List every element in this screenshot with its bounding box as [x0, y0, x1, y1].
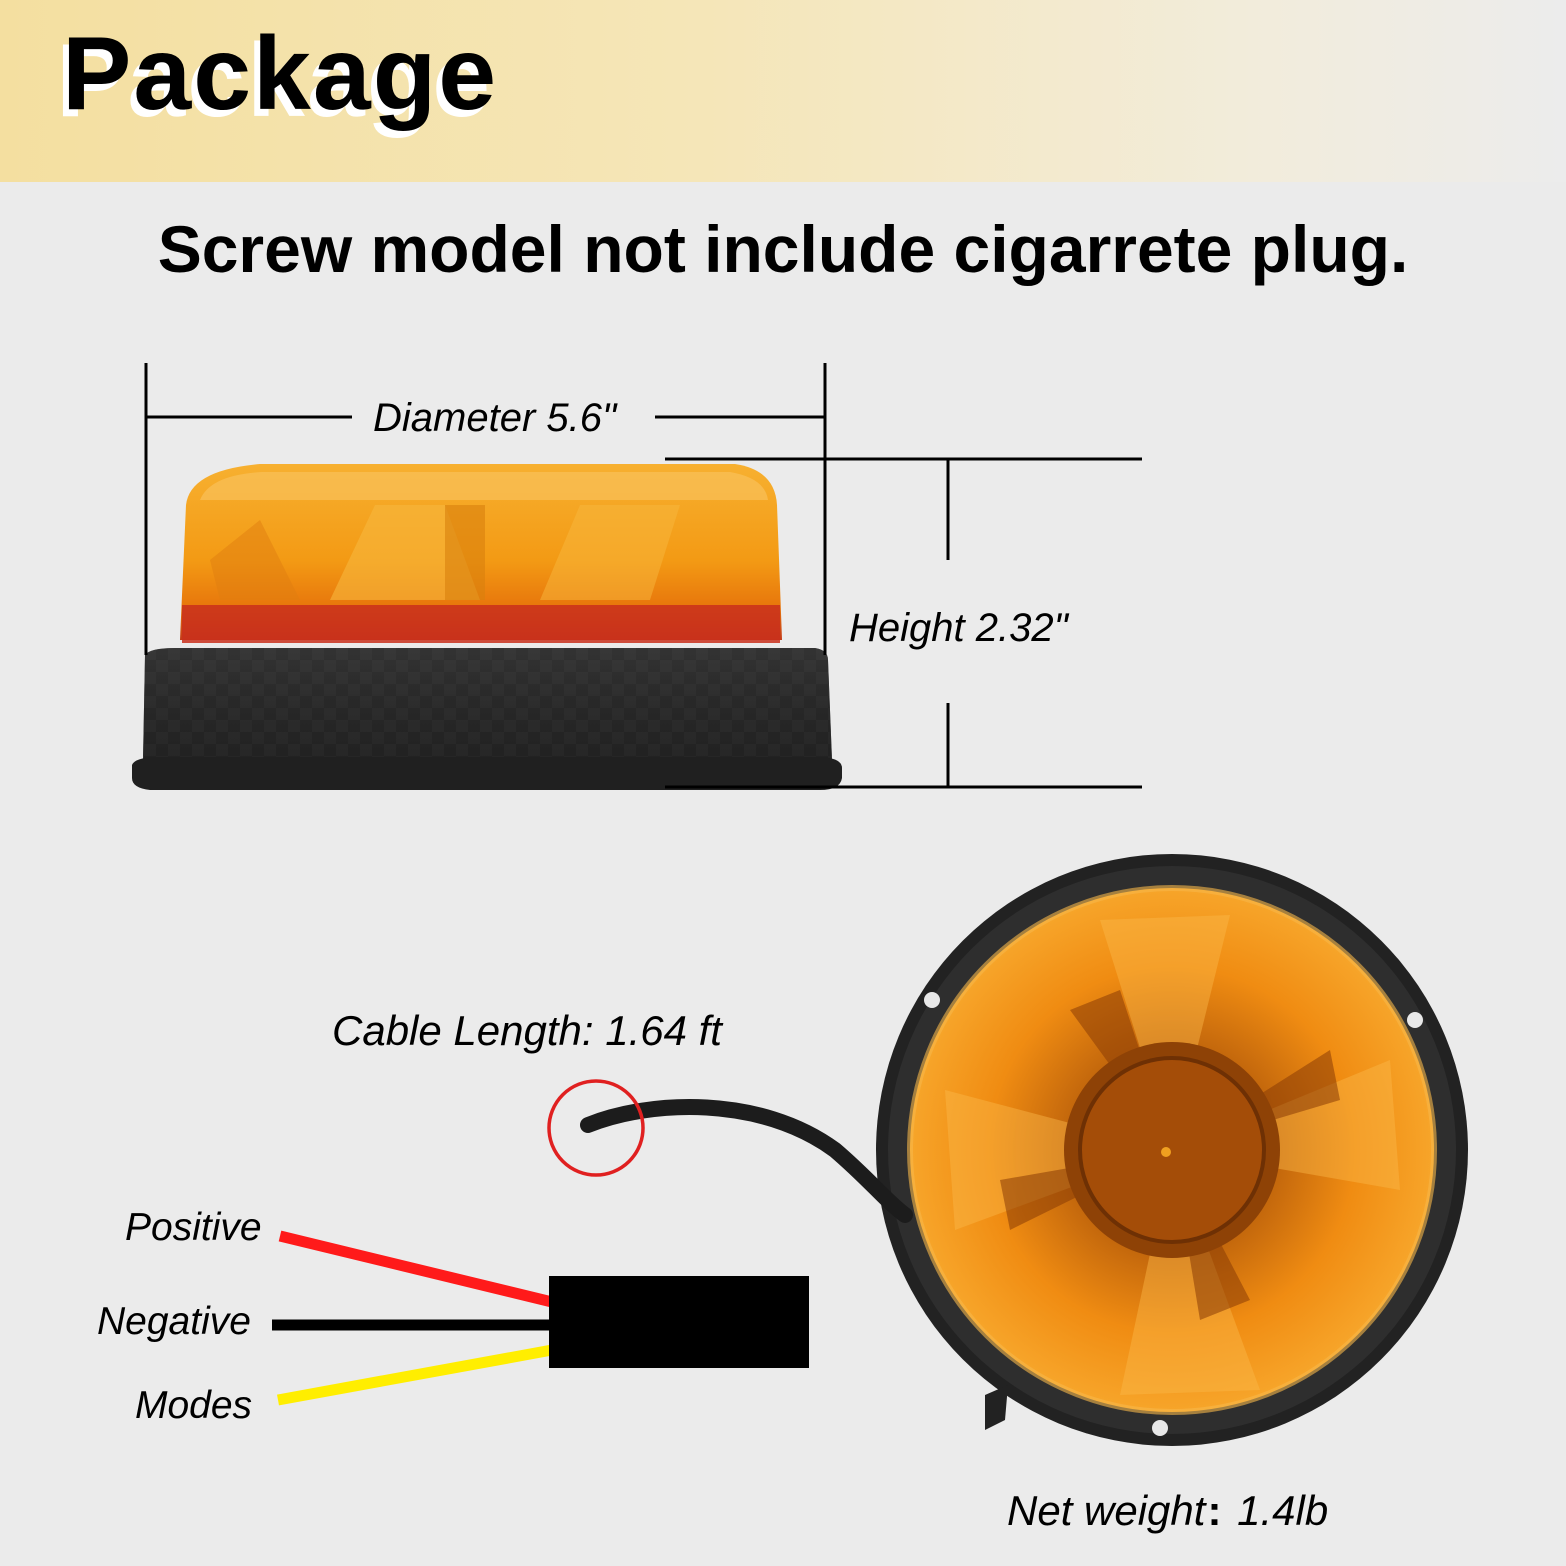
beacon-top-view	[876, 854, 1468, 1446]
connector-block	[549, 1276, 809, 1368]
page-title: Package	[62, 16, 499, 132]
diameter-dimension	[144, 363, 827, 655]
wire-harness	[272, 1230, 809, 1406]
net-weight: Net weight: 1.4lb	[1007, 1490, 1328, 1532]
modes-wire-label: Modes	[135, 1384, 253, 1427]
net-weight-colon: :	[1207, 1487, 1222, 1534]
diameter-label: Diameter 5.6"	[373, 396, 617, 440]
cable	[547, 1079, 913, 1223]
positive-wire	[278, 1230, 554, 1308]
height-label: Height 2.32"	[849, 606, 1068, 650]
subtitle-note: Screw model not include cigarrete plug.	[157, 212, 1409, 286]
modes-wire	[277, 1344, 553, 1406]
net-weight-value: 1.4lb	[1237, 1487, 1329, 1534]
header-banner: Package	[0, 0, 1566, 182]
cable-length-label: Cable Length: 1.64 ft	[332, 1007, 722, 1054]
height-dimension	[665, 457, 1142, 789]
cable-end-highlight-circle	[547, 1079, 645, 1177]
beacon-side-view	[132, 464, 842, 790]
net-weight-label: Net weight	[1007, 1487, 1206, 1534]
positive-wire-label: Positive	[125, 1206, 262, 1249]
negative-wire-label: Negative	[97, 1300, 251, 1343]
